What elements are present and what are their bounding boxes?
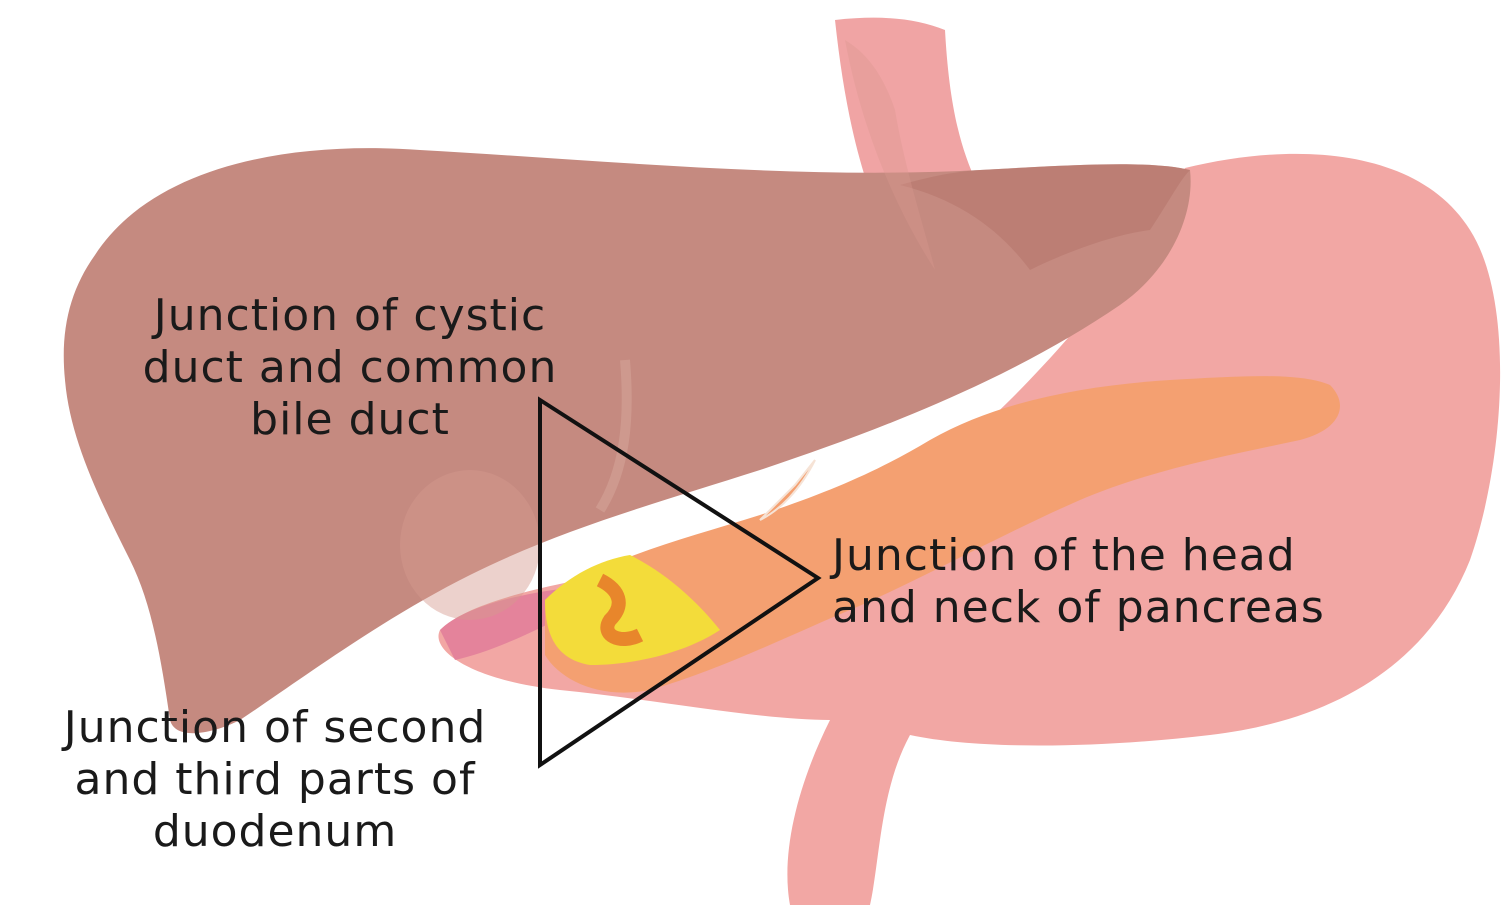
label-line: and neck of pancreas [832, 582, 1432, 634]
label-duodenum-junction: Junction of second and third parts of du… [10, 702, 540, 858]
label-line: duct and common [95, 342, 605, 394]
gallbladder-outline [400, 470, 540, 620]
label-pancreas-junction: Junction of the head and neck of pancrea… [832, 530, 1432, 634]
label-line: Junction of the head [832, 530, 1432, 582]
label-cystic-duct-junction: Junction of cystic duct and common bile … [95, 290, 605, 446]
label-line: and third parts of [10, 754, 540, 806]
label-line: bile duct [95, 394, 605, 446]
label-line: Junction of cystic [95, 290, 605, 342]
label-line: Junction of second [10, 702, 540, 754]
label-line: duodenum [10, 806, 540, 858]
